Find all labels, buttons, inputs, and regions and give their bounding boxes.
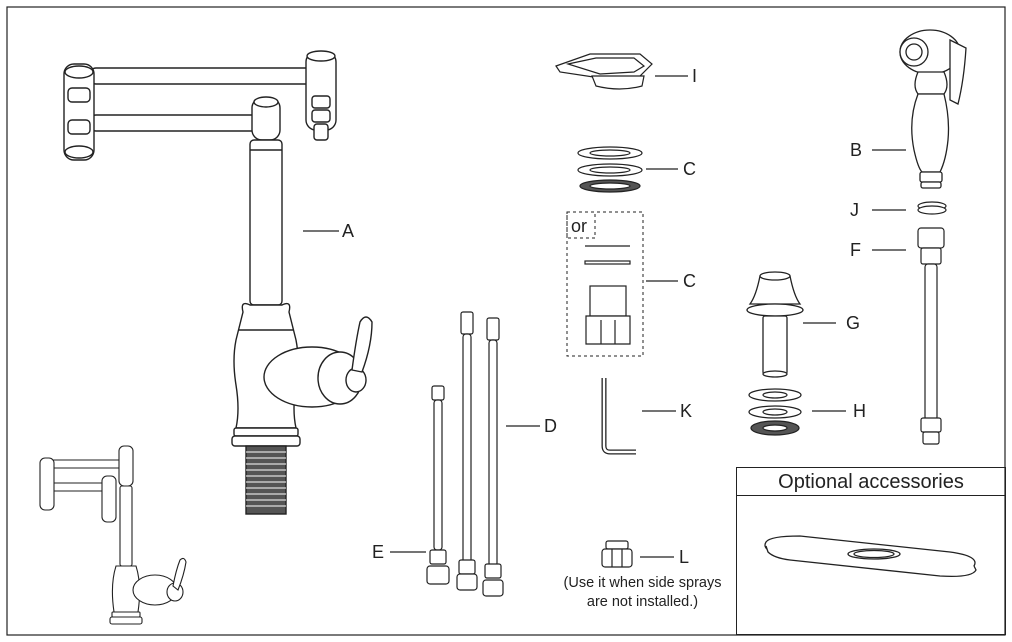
label-a: A: [342, 221, 355, 241]
or-tag-box: [566, 211, 596, 239]
part-i-drawing: [555, 53, 653, 90]
label-d: D: [544, 416, 557, 436]
faucet-small-drawing: [39, 445, 187, 625]
diagram-border: [6, 6, 1006, 636]
adapter-note: (Use it when side sprays are not install…: [545, 574, 740, 612]
part-j-drawing: [917, 201, 947, 215]
part-b-drawing: [899, 29, 967, 189]
part-f-drawing: [917, 227, 945, 445]
faucet-a-drawing: [63, 50, 373, 515]
label-k: K: [680, 401, 693, 421]
part-k-drawing: [601, 378, 636, 455]
hose-d-drawing: [456, 311, 504, 597]
label-c-washers: C: [683, 159, 696, 179]
label-b: B: [850, 140, 863, 160]
or-label: or: [571, 216, 588, 236]
adapter-note-line2: are not installed.): [586, 594, 699, 610]
label-l: L: [679, 547, 690, 567]
label-j: J: [850, 200, 859, 220]
part-l-drawing: [601, 540, 633, 568]
faucet-a-threads: [246, 451, 286, 507]
part-g-drawing: [746, 271, 804, 378]
deck-plate-drawing: [764, 535, 977, 578]
adapter-note-line1: (Use it when side sprays: [563, 575, 722, 591]
label-c-alt: C: [683, 271, 696, 291]
hose-e-drawing: [426, 385, 450, 585]
label-g: G: [846, 313, 861, 333]
optional-accessories-box: Optional accessories: [736, 467, 1006, 635]
label-i: I: [692, 66, 698, 86]
part-h-drawing: [748, 388, 802, 436]
part-c-washers: [577, 146, 643, 193]
or-dashed-box: [566, 211, 644, 357]
label-f: F: [850, 240, 861, 260]
part-c-alt-drawing: [584, 245, 631, 345]
optional-accessories-title: Optional accessories: [737, 468, 1005, 496]
label-e: E: [372, 542, 385, 562]
label-h: H: [853, 401, 866, 421]
